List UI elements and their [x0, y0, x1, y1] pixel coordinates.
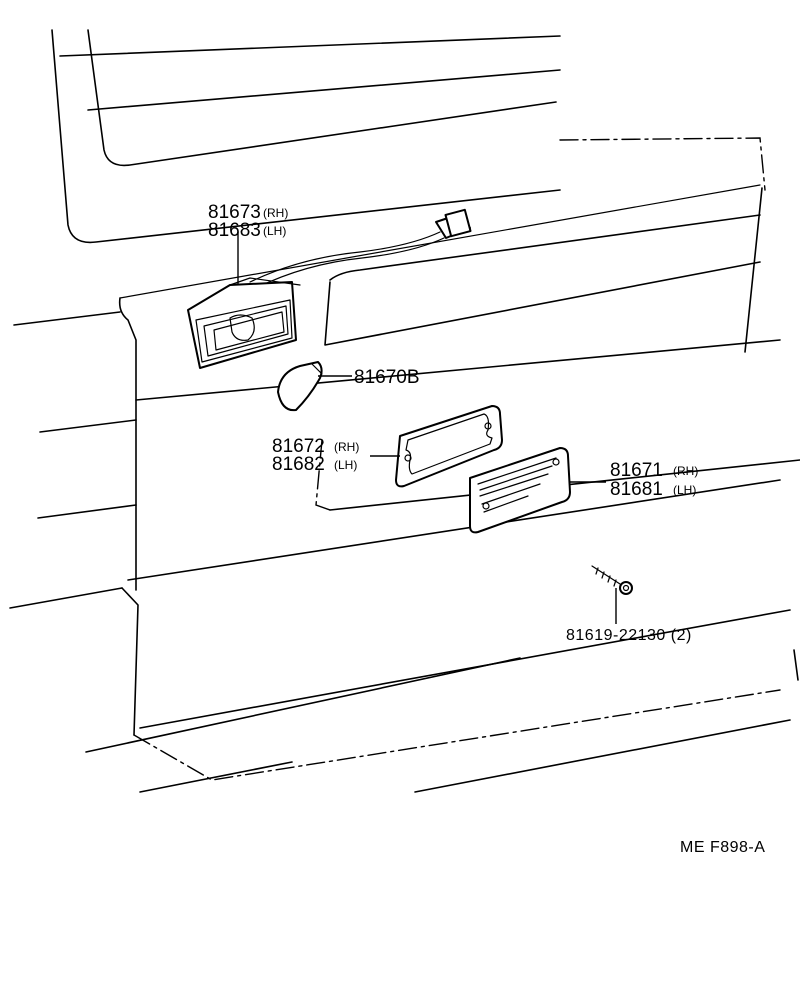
screw-part-number: 81619-22130 (2): [566, 627, 692, 644]
figure-code: ME F898-A: [680, 839, 765, 856]
housing-rh-suffix: (RH): [263, 206, 288, 220]
lens-icon: [469, 447, 571, 534]
lens-rh-suffix: (RH): [673, 464, 698, 478]
lens-lh-suffix: (LH): [673, 483, 696, 497]
bulb-part-number: 81670B: [354, 367, 420, 388]
lens-rh-number: 81671: [610, 460, 663, 481]
housing-lh-number: 81683: [208, 220, 261, 241]
lens-lh-number: 81681: [610, 479, 663, 500]
gasket-lh-suffix: (LH): [334, 458, 357, 472]
housing-rh-number: 81673: [208, 202, 261, 223]
gasket-icon: [395, 405, 503, 488]
leader-lines: [237, 232, 617, 624]
gasket-rh-number: 81672: [272, 436, 325, 457]
housing-lh-suffix: (LH): [263, 224, 286, 238]
screw-icon: [591, 565, 633, 595]
wiring-harness: [249, 208, 472, 289]
bulb-icon: [277, 361, 323, 412]
gasket-rh-suffix: (RH): [334, 440, 359, 454]
label-lens: 81671 (RH) 81681 (LH): [610, 460, 698, 500]
lamp-housing-icon: [187, 277, 301, 369]
label-gasket: 81672 (RH) 81682 (LH): [272, 436, 359, 475]
gasket-lh-number: 81682: [272, 454, 325, 475]
vehicle-body-outline: [9, 29, 800, 793]
label-housing: 81673 (RH) 81683 (LH): [208, 202, 288, 241]
